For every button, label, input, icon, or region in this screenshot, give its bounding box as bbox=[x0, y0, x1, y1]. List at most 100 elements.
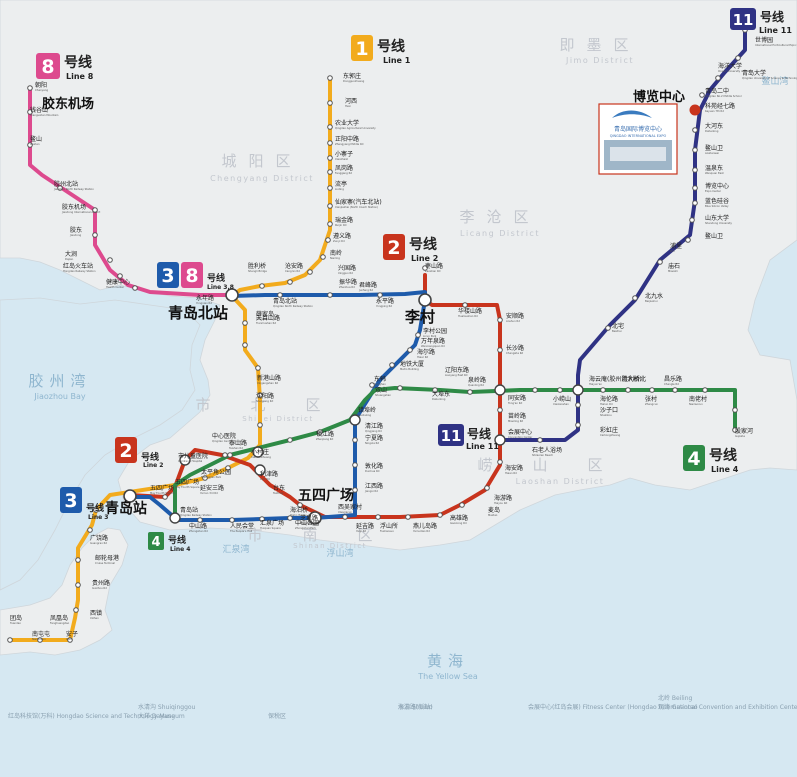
line-2-badge-south[interactable] bbox=[115, 437, 137, 463]
stop[interactable] bbox=[7, 637, 13, 643]
stop[interactable] bbox=[225, 465, 231, 471]
stop[interactable] bbox=[27, 109, 33, 115]
hub-expo-center[interactable] bbox=[689, 104, 701, 116]
stop[interactable] bbox=[657, 259, 663, 265]
stop[interactable] bbox=[632, 295, 638, 301]
line-3-8-badge-8[interactable] bbox=[181, 262, 203, 288]
stop[interactable] bbox=[715, 75, 721, 81]
stop[interactable] bbox=[197, 517, 203, 523]
stop[interactable] bbox=[287, 515, 293, 521]
stop[interactable] bbox=[689, 217, 695, 223]
stop[interactable] bbox=[327, 185, 333, 191]
stop[interactable] bbox=[699, 92, 705, 98]
stop[interactable] bbox=[327, 100, 333, 106]
stop[interactable] bbox=[672, 387, 678, 393]
stop[interactable] bbox=[484, 485, 490, 491]
stop[interactable] bbox=[227, 452, 233, 458]
stop[interactable] bbox=[605, 325, 611, 331]
line-3-8-badge-3[interactable] bbox=[157, 262, 179, 288]
hub-liaoyang[interactable] bbox=[494, 384, 506, 396]
stop[interactable] bbox=[132, 285, 138, 291]
stop[interactable] bbox=[257, 392, 263, 398]
line-3-badge[interactable] bbox=[60, 487, 82, 513]
stop[interactable] bbox=[377, 292, 383, 298]
stop[interactable] bbox=[320, 254, 326, 260]
stop[interactable] bbox=[352, 462, 358, 468]
stop[interactable] bbox=[327, 155, 333, 161]
hub-qingdao-north[interactable] bbox=[225, 288, 239, 302]
stop[interactable] bbox=[75, 582, 81, 588]
stop[interactable] bbox=[93, 507, 99, 513]
hub-haiyun[interactable] bbox=[252, 446, 264, 458]
stop[interactable] bbox=[415, 332, 421, 338]
line-11-badge-south[interactable] bbox=[438, 424, 464, 446]
stop[interactable] bbox=[557, 387, 563, 393]
stop[interactable] bbox=[692, 200, 698, 206]
stop[interactable] bbox=[407, 347, 413, 353]
stop[interactable] bbox=[692, 185, 698, 191]
stop[interactable] bbox=[57, 185, 63, 191]
stop[interactable] bbox=[467, 389, 473, 395]
stop[interactable] bbox=[37, 637, 43, 643]
stop[interactable] bbox=[287, 437, 293, 443]
stop[interactable] bbox=[327, 140, 333, 146]
hub-taishan[interactable] bbox=[179, 454, 191, 466]
line-2-badge-north[interactable] bbox=[383, 234, 405, 260]
hub-renminhuitang[interactable] bbox=[169, 512, 181, 524]
stop[interactable] bbox=[327, 292, 333, 298]
stop[interactable] bbox=[27, 142, 33, 148]
stop[interactable] bbox=[277, 292, 283, 298]
stop[interactable] bbox=[92, 207, 98, 213]
stop[interactable] bbox=[497, 317, 503, 323]
stop[interactable] bbox=[459, 502, 465, 508]
stop[interactable] bbox=[389, 362, 395, 368]
stop[interactable] bbox=[257, 422, 263, 428]
stop[interactable] bbox=[437, 512, 443, 518]
stop[interactable] bbox=[422, 265, 428, 271]
line-4-badge-east[interactable] bbox=[683, 445, 705, 471]
stop[interactable] bbox=[532, 387, 538, 393]
stop[interactable] bbox=[327, 169, 333, 175]
hub-cuobuling[interactable] bbox=[349, 414, 361, 426]
stop[interactable] bbox=[685, 237, 691, 243]
stop[interactable] bbox=[352, 487, 358, 493]
stop[interactable] bbox=[327, 75, 333, 81]
stop[interactable] bbox=[369, 382, 375, 388]
stop[interactable] bbox=[692, 127, 698, 133]
hub-zhangcun[interactable] bbox=[572, 384, 584, 396]
stop[interactable] bbox=[352, 437, 358, 443]
stop[interactable] bbox=[732, 407, 738, 413]
stop[interactable] bbox=[297, 502, 303, 508]
stop[interactable] bbox=[117, 273, 123, 279]
stop[interactable] bbox=[327, 124, 333, 130]
stop[interactable] bbox=[375, 514, 381, 520]
stop[interactable] bbox=[259, 283, 265, 289]
stop[interactable] bbox=[600, 387, 606, 393]
stop[interactable] bbox=[327, 221, 333, 227]
stop[interactable] bbox=[397, 385, 403, 391]
stop[interactable] bbox=[537, 437, 543, 443]
stop[interactable] bbox=[432, 387, 438, 393]
stop[interactable] bbox=[732, 427, 738, 433]
stop[interactable] bbox=[255, 365, 261, 371]
hub-licun[interactable] bbox=[418, 293, 432, 307]
stop[interactable] bbox=[649, 387, 655, 393]
stop[interactable] bbox=[325, 237, 331, 243]
stop[interactable] bbox=[317, 429, 323, 435]
stop[interactable] bbox=[462, 302, 468, 308]
stop[interactable] bbox=[67, 637, 73, 643]
stop[interactable] bbox=[497, 407, 503, 413]
hub-miaoling[interactable] bbox=[494, 434, 506, 446]
stop[interactable] bbox=[92, 232, 98, 238]
stop[interactable] bbox=[162, 494, 168, 500]
stop[interactable] bbox=[73, 607, 79, 613]
stop[interactable] bbox=[692, 147, 698, 153]
stop[interactable] bbox=[405, 514, 411, 520]
line-4-badge-west[interactable] bbox=[148, 532, 164, 550]
hub-qingdao-station[interactable] bbox=[123, 489, 137, 503]
stop[interactable] bbox=[327, 203, 333, 209]
stop[interactable] bbox=[202, 475, 208, 481]
stop[interactable] bbox=[222, 452, 228, 458]
stop[interactable] bbox=[625, 387, 631, 393]
stop[interactable] bbox=[242, 320, 248, 326]
